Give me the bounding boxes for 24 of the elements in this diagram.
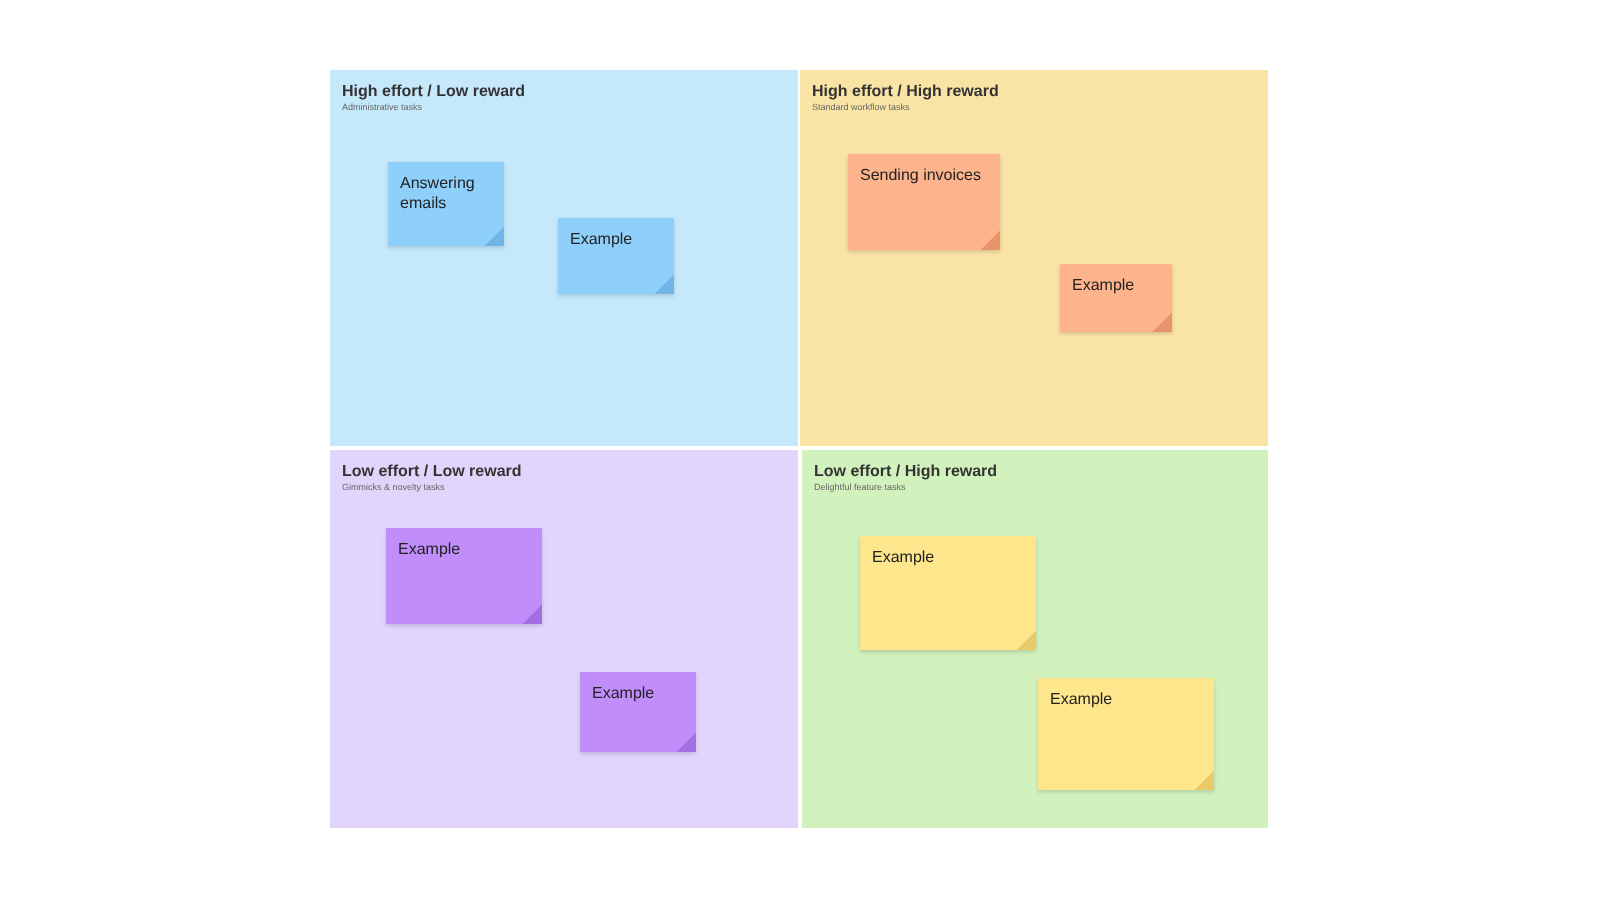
quadrant-panel [800, 70, 1268, 446]
quadrant-title: High effort / Low reward [342, 82, 526, 100]
sticky-note [860, 536, 1036, 650]
quadrant-panel [330, 450, 798, 828]
note-text: Sending invoices [860, 166, 983, 186]
quadrant-title: Low effort / Low reward [342, 462, 522, 480]
note-text: Example [1072, 276, 1137, 296]
note-text: Example [592, 684, 657, 704]
sticky-note [558, 218, 674, 294]
sticky-note [580, 672, 696, 752]
quadrant-title: Low effort / High reward [814, 462, 998, 480]
note-text: Example [398, 540, 463, 560]
sticky-note [1060, 264, 1172, 332]
quadrant-panel [330, 70, 798, 446]
sticky-note [1038, 678, 1214, 790]
note-text: Example [1050, 690, 1115, 710]
quadrant-title: High effort / High reward [812, 82, 999, 100]
note-text: Example [570, 230, 635, 250]
note-text: Example [872, 548, 937, 568]
note-text: Answering emails [400, 174, 477, 214]
sticky-note [848, 154, 1000, 250]
quadrant-panel [802, 450, 1268, 828]
sticky-note [388, 162, 504, 246]
sticky-note [386, 528, 542, 624]
